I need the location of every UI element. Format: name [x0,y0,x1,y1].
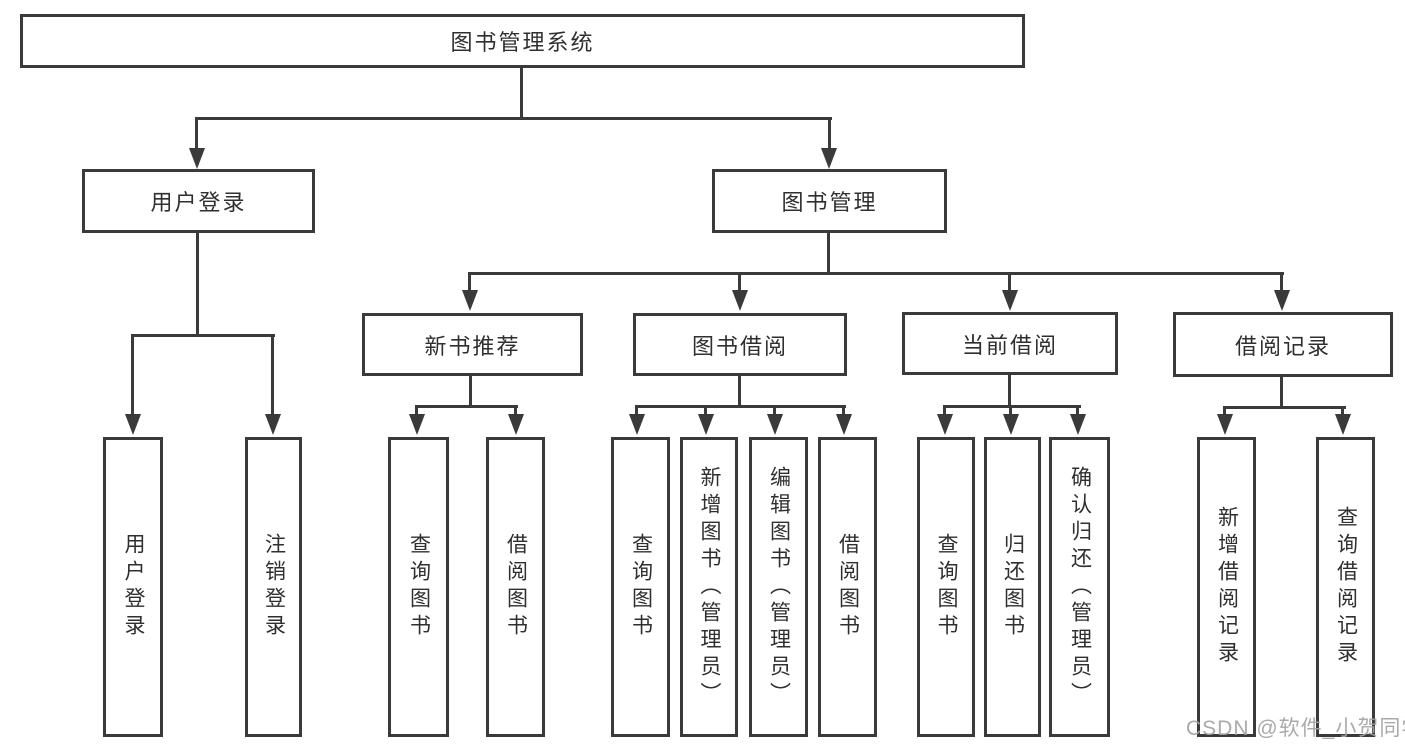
leaf-borrow-borrow-books: 借阅图书 [818,437,877,737]
arrow-down-icon [1274,290,1290,311]
node-user-login: 用户登录 [82,169,315,233]
arrow-down-icon [821,148,837,169]
connector-newrec-rail [415,405,518,408]
connector-drop [131,334,134,416]
connector-root-rail [196,117,832,120]
arrow-down-icon [508,414,524,435]
node-book-management: 图书管理 [712,169,947,233]
arrow-down-icon [1003,414,1019,435]
node-book-borrow: 图书借阅 [633,313,847,376]
arrow-down-icon [937,414,953,435]
node-borrow-records: 借阅记录 [1173,312,1393,377]
connector-drop [943,405,946,416]
node-new-book-recommend: 新书推荐 [362,313,583,376]
connector-drop [842,405,845,416]
connector-drop [704,405,707,416]
leaf-borrow-query-books: 查询图书 [611,437,670,737]
leaf-newrec-borrow-books: 借阅图书 [486,437,545,737]
arrow-down-icon [125,414,141,435]
arrow-down-icon [1217,414,1233,435]
csdn-watermark: CSDN @软件_小贺同学 [1186,717,1405,740]
leaf-records-query-record: 查询借阅记录 [1316,437,1375,737]
leaf-logout: 注销登录 [245,437,302,737]
connector-drop [738,272,741,292]
connector-bookmgmt-rail [468,272,1284,275]
leaf-user-login: 用户登录 [103,437,163,737]
arrow-down-icon [189,148,205,169]
leaf-newrec-query-books: 查询图书 [388,437,449,737]
arrow-down-icon [732,290,748,311]
leaf-records-add-record: 新增借阅记录 [1197,437,1256,737]
connector-records-stem [1280,377,1283,408]
connector-borrow-stem [738,376,741,407]
connector-drop [773,405,776,416]
connector-drop [195,117,198,150]
connector-records-rail [1223,406,1346,409]
connector-root-stem [520,66,523,119]
connector-borrow-rail [635,405,846,408]
leaf-current-confirm-return-admin: 确认归还（管理员） [1049,437,1110,737]
leaf-borrow-add-books-admin: 新增图书（管理员） [680,437,738,737]
connector-newrec-stem [469,376,472,407]
connector-bookmgmt-stem [827,233,830,274]
arrow-down-icon [1002,290,1018,311]
arrow-down-icon [1070,414,1086,435]
connector-drop [1280,272,1283,292]
leaf-current-return-books: 归还图书 [984,437,1041,737]
connector-userlogin-stem [196,233,199,336]
arrow-down-icon [698,414,714,435]
connector-userlogin-rail [131,334,275,337]
connector-drop [1223,406,1226,416]
connector-drop [514,405,517,416]
connector-current-rail [943,405,1081,408]
arrow-down-icon [767,414,783,435]
connector-drop [1341,406,1344,416]
arrow-down-icon [462,290,478,311]
connector-drop [828,117,831,150]
connector-drop [271,334,274,416]
connector-drop [1009,405,1012,416]
leaf-borrow-edit-books-admin: 编辑图书（管理员） [749,437,808,737]
node-root: 图书管理系统 [20,14,1025,68]
arrow-down-icon [836,414,852,435]
arrow-down-icon [265,414,281,435]
connector-drop [1076,405,1079,416]
connector-drop [1008,272,1011,292]
connector-current-stem [1008,375,1011,407]
arrow-down-icon [1335,414,1351,435]
leaf-current-query-books: 查询图书 [917,437,975,737]
connector-drop [415,405,418,416]
node-current-borrow: 当前借阅 [902,312,1118,375]
connector-drop [468,272,471,292]
arrow-down-icon [629,414,645,435]
connector-drop [635,405,638,416]
arrow-down-icon [409,414,425,435]
